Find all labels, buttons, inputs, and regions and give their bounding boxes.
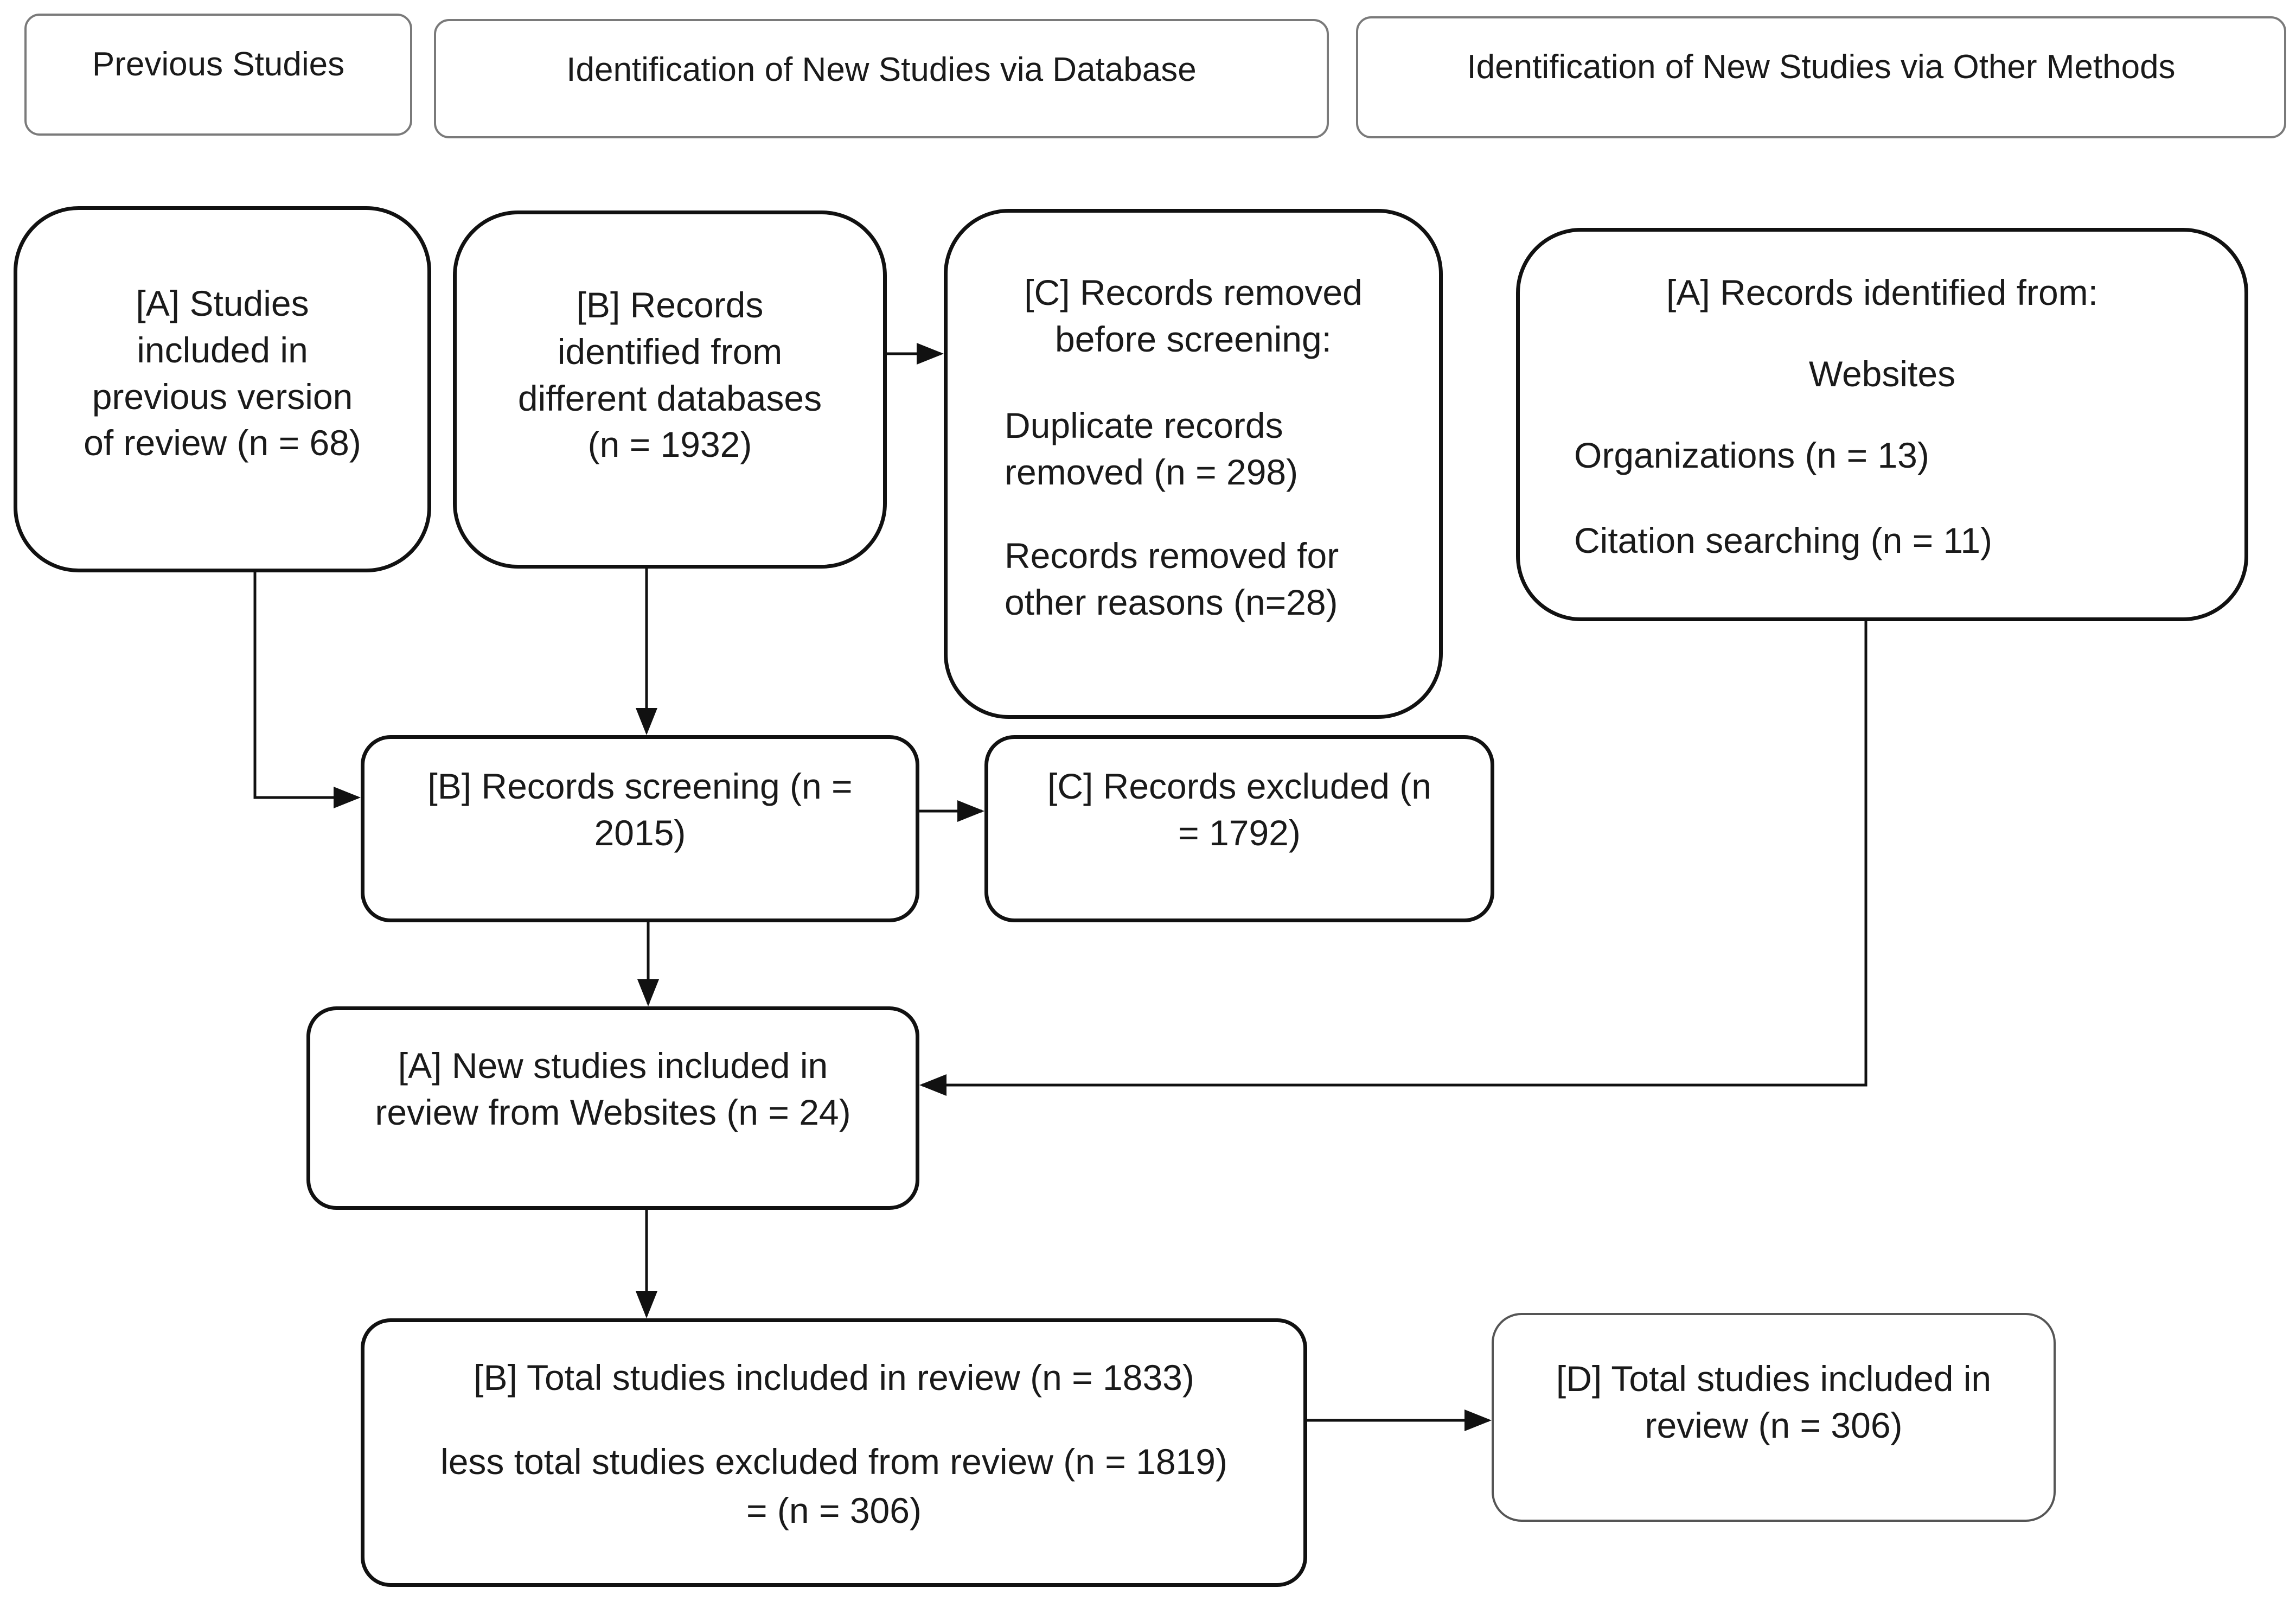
node-b1-line-1: [B] Records (576, 285, 764, 325)
node-b4-line-2: less total studies excluded from review … (440, 1441, 1227, 1482)
node-other-organizations: Organizations (n = 13) (1574, 435, 1929, 475)
node-records-identified-other: [A] Records identified from: Websites Or… (1516, 228, 2248, 621)
node-other-citation: Citation searching (n = 11) (1574, 520, 1993, 560)
node-records-screening: [B] Records screening (n = 2015) (361, 735, 919, 922)
header-database-label: Identification of New Studies via Databa… (566, 51, 1197, 88)
header-previous-studies-label: Previous Studies (92, 46, 345, 83)
node-other-websites: Websites (1808, 354, 1956, 394)
node-records-removed-before-screening: [C] Records removed before screening: Du… (944, 209, 1443, 719)
node-b1-line-3: different databases (517, 378, 822, 418)
node-c2-line-2: = 1792) (1178, 812, 1301, 853)
node-c1-title-2: before screening: (1055, 318, 1332, 359)
node-a1-line-2: included in (137, 329, 308, 370)
header-other-methods: Identification of New Studies via Other … (1356, 16, 2286, 138)
node-b2-line-1: [B] Records screening (n = (427, 766, 853, 806)
node-c1-title-1: [C] Records removed (1024, 272, 1363, 312)
node-records-identified-databases: [B] Records identified from different da… (453, 211, 887, 569)
node-b1-line-2: identified from (557, 331, 783, 372)
node-c1-other-1: Records removed for (1005, 535, 1339, 576)
node-d-line-2: review (n = 306) (1645, 1405, 1903, 1445)
node-b4-line-3: = (n = 306) (746, 1490, 922, 1530)
node-records-excluded: [C] Records excluded (n = 1792) (984, 735, 1494, 922)
node-c1-duplicates-1: Duplicate records (1005, 405, 1283, 445)
node-a1-line-3: previous version (92, 376, 353, 417)
header-other-methods-label: Identification of New Studies via Other … (1467, 48, 2176, 86)
node-final-total: [D] Total studies included in review (n … (1492, 1313, 2056, 1522)
node-c1-duplicates-2: removed (n = 298) (1005, 451, 1299, 492)
node-b1-line-4: (n = 1932) (587, 424, 752, 465)
arrow-other-to-new-studies (919, 621, 1868, 1096)
header-database: Identification of New Studies via Databa… (434, 19, 1329, 138)
node-c2-line-1: [C] Records excluded (n (1047, 766, 1431, 806)
node-c1-other-2: other reasons (n=28) (1005, 582, 1338, 622)
header-previous-studies: Previous Studies (24, 14, 412, 136)
node-a1-line-4: of review (n = 68) (84, 423, 361, 463)
node-other-title: [A] Records identified from: (1666, 272, 2098, 312)
node-b4-line-1: [B] Total studies included in review (n … (474, 1357, 1194, 1398)
node-a3-line-2: review from Websites (n = 24) (375, 1092, 851, 1132)
node-total-included: [B] Total studies included in review (n … (361, 1318, 1307, 1587)
node-new-studies-included: [A] New studies included in review from … (306, 1006, 919, 1210)
node-b2-line-2: 2015) (594, 812, 686, 853)
node-a3-line-1: [A] New studies included in (398, 1045, 828, 1086)
node-d-line-1: [D] Total studies included in (1556, 1358, 1992, 1399)
node-studies-included-previous: [A] Studies included in previous version… (14, 206, 431, 572)
node-a1-line-1: [A] Studies (136, 283, 309, 323)
arrow-previous-to-screening (253, 572, 361, 808)
